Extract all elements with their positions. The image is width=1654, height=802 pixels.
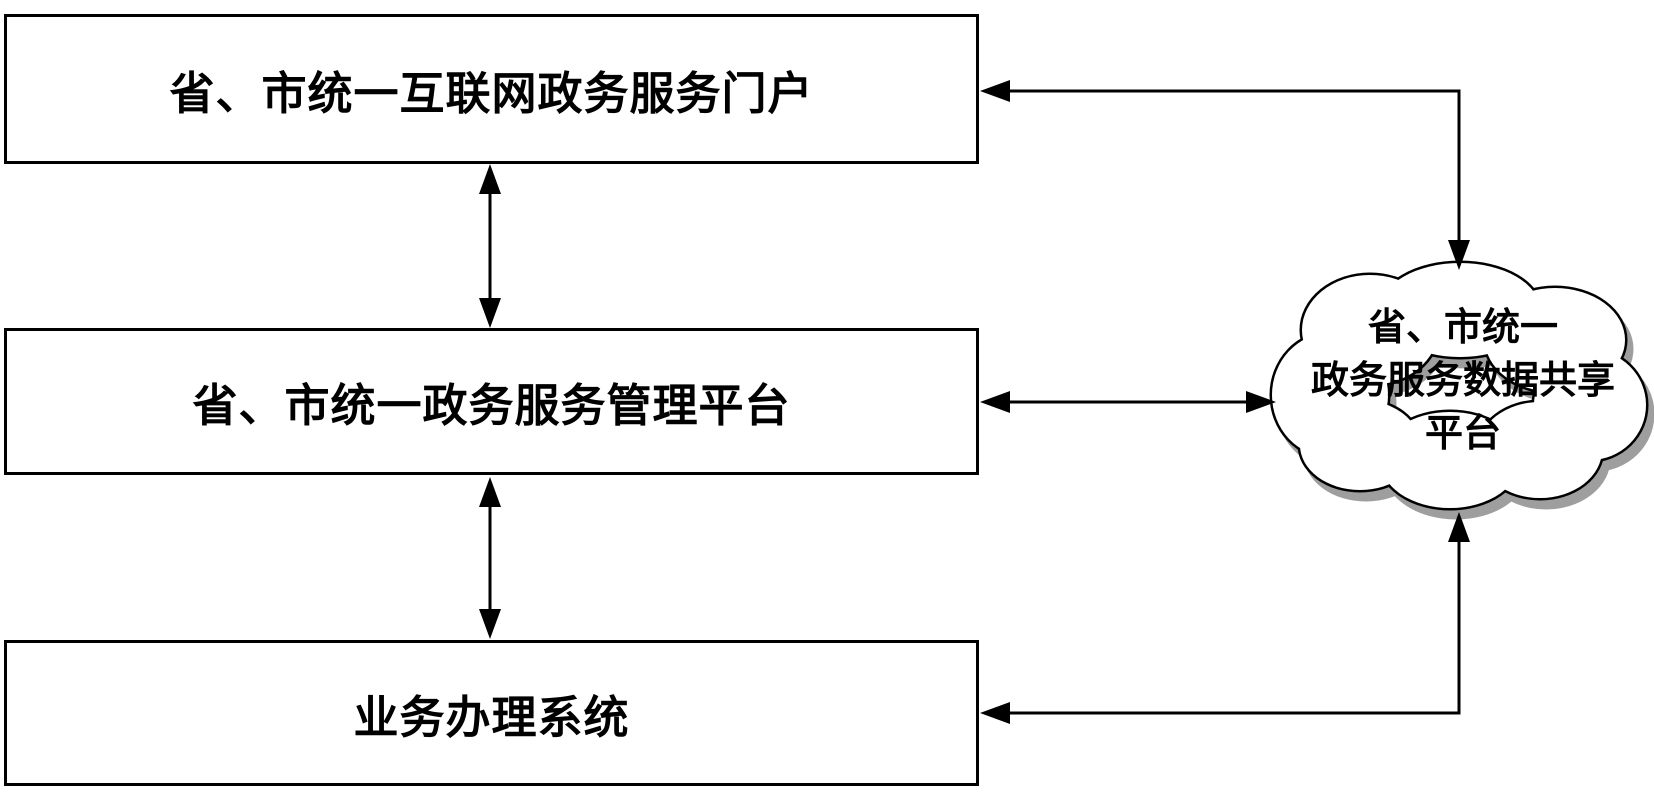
cloud-data-sharing-platform-label: 省、市统一 政务服务数据共享 平台 <box>1283 302 1643 461</box>
node-business-system-label: 业务办理系统 <box>353 691 630 743</box>
connector-platform-business <box>479 477 501 639</box>
node-internet-portal-label: 省、市统一互联网政务服务门户 <box>169 67 814 119</box>
node-management-platform: 省、市统一政务服务管理平台 <box>4 328 979 475</box>
cloud-label-line-1: 省、市统一 <box>1367 307 1558 349</box>
node-business-system: 业务办理系统 <box>4 640 979 786</box>
connector-business-cloud <box>980 512 1470 724</box>
connector-portal-cloud <box>980 80 1470 270</box>
cloud-label-line-2: 政务服务数据共享 <box>1310 360 1615 402</box>
connector-portal-platform <box>479 164 501 328</box>
cloud-label-line-3: 平台 <box>1424 413 1501 455</box>
connector-platform-cloud <box>980 391 1276 413</box>
cloud-shape-fill <box>1272 263 1646 508</box>
node-management-platform-label: 省、市统一政务服务管理平台 <box>192 380 791 431</box>
node-internet-portal: 省、市统一互联网政务服务门户 <box>4 14 979 164</box>
